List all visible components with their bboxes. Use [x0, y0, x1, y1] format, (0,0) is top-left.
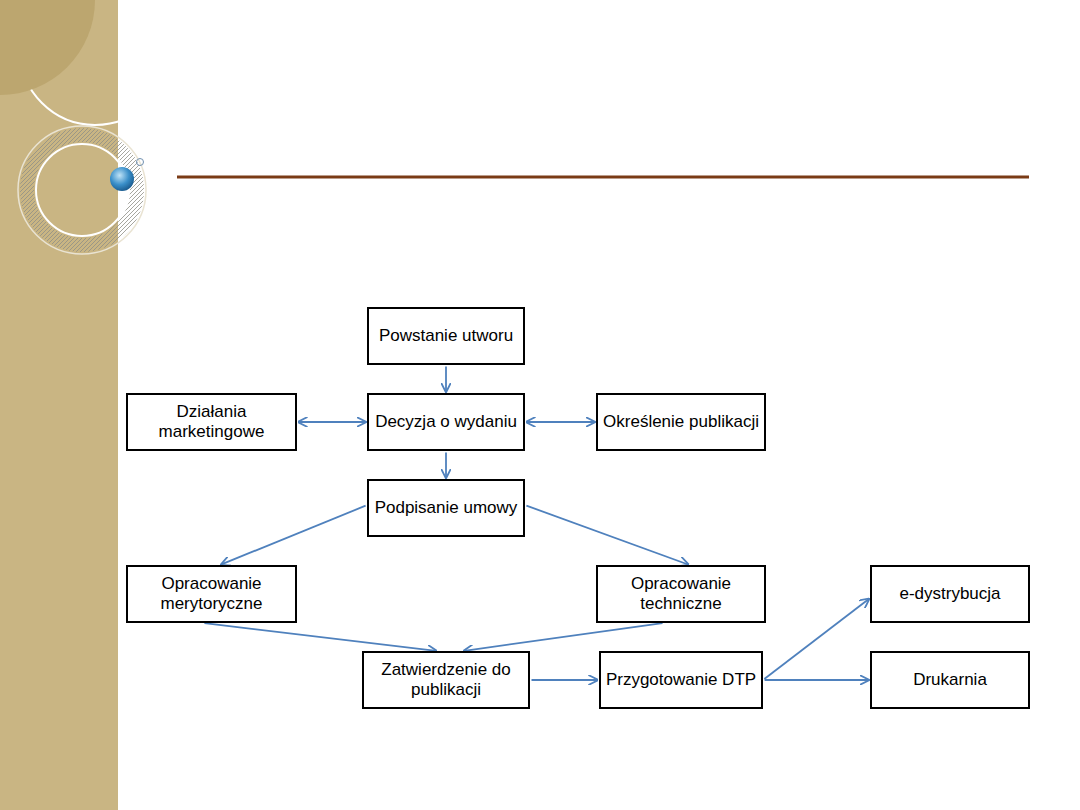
flow-arrow: [526, 506, 688, 565]
process-box: Decyzja o wydaniu: [367, 393, 525, 451]
box-label: Działania marketingowe: [128, 402, 295, 442]
process-box: Opracowanie techniczne: [596, 565, 766, 623]
process-box: Zatwierdzenie do publikacji: [362, 651, 530, 709]
process-box: e-dystrybucja: [870, 565, 1030, 623]
flow-arrow: [299, 421, 366, 423]
box-label: Decyzja o wydaniu: [375, 412, 517, 432]
flow-arrow: [527, 421, 595, 423]
deco-ring: [27, 135, 137, 245]
box-label: Określenie publikacji: [603, 412, 759, 432]
process-box: Drukarnia: [870, 651, 1030, 709]
deco-ring: [36, 144, 128, 236]
box-label: Przygotowanie DTP: [606, 670, 756, 690]
flow-arrow: [445, 367, 447, 392]
deco-arc: [0, 0, 95, 95]
deco-ring: [18, 126, 146, 254]
flow-arrow: [532, 679, 598, 681]
box-label: Opracowanie merytoryczne: [128, 574, 295, 614]
small-symbol: [137, 159, 144, 166]
box-label: e-dystrybucja: [899, 584, 1000, 604]
flow-arrow: [464, 623, 662, 651]
process-box: Działania marketingowe: [126, 393, 297, 451]
box-label: Drukarnia: [913, 670, 987, 690]
process-box: Podpisanie umowy: [367, 479, 525, 537]
title-rule: [177, 176, 1029, 179]
process-box: Przygotowanie DTP: [599, 651, 763, 709]
box-label: Zatwierdzenie do publikacji: [364, 660, 528, 700]
process-box: Opracowanie merytoryczne: [126, 565, 297, 623]
box-label: Opracowanie techniczne: [598, 574, 764, 614]
flow-arrow: [204, 623, 436, 651]
flow-arrow: [764, 599, 869, 679]
diagram-ground: [118, 295, 1038, 720]
flow-arrow: [445, 453, 447, 478]
flow-arrow: [221, 506, 365, 565]
process-box: Powstanie utworu: [367, 307, 525, 365]
process-box: Określenie publikacji: [596, 393, 766, 451]
globe-icon: [110, 167, 134, 191]
flow-arrow: [765, 679, 869, 681]
box-label: Powstanie utworu: [379, 326, 513, 346]
side-bar: [0, 0, 118, 810]
box-label: Podpisanie umowy: [375, 498, 518, 518]
